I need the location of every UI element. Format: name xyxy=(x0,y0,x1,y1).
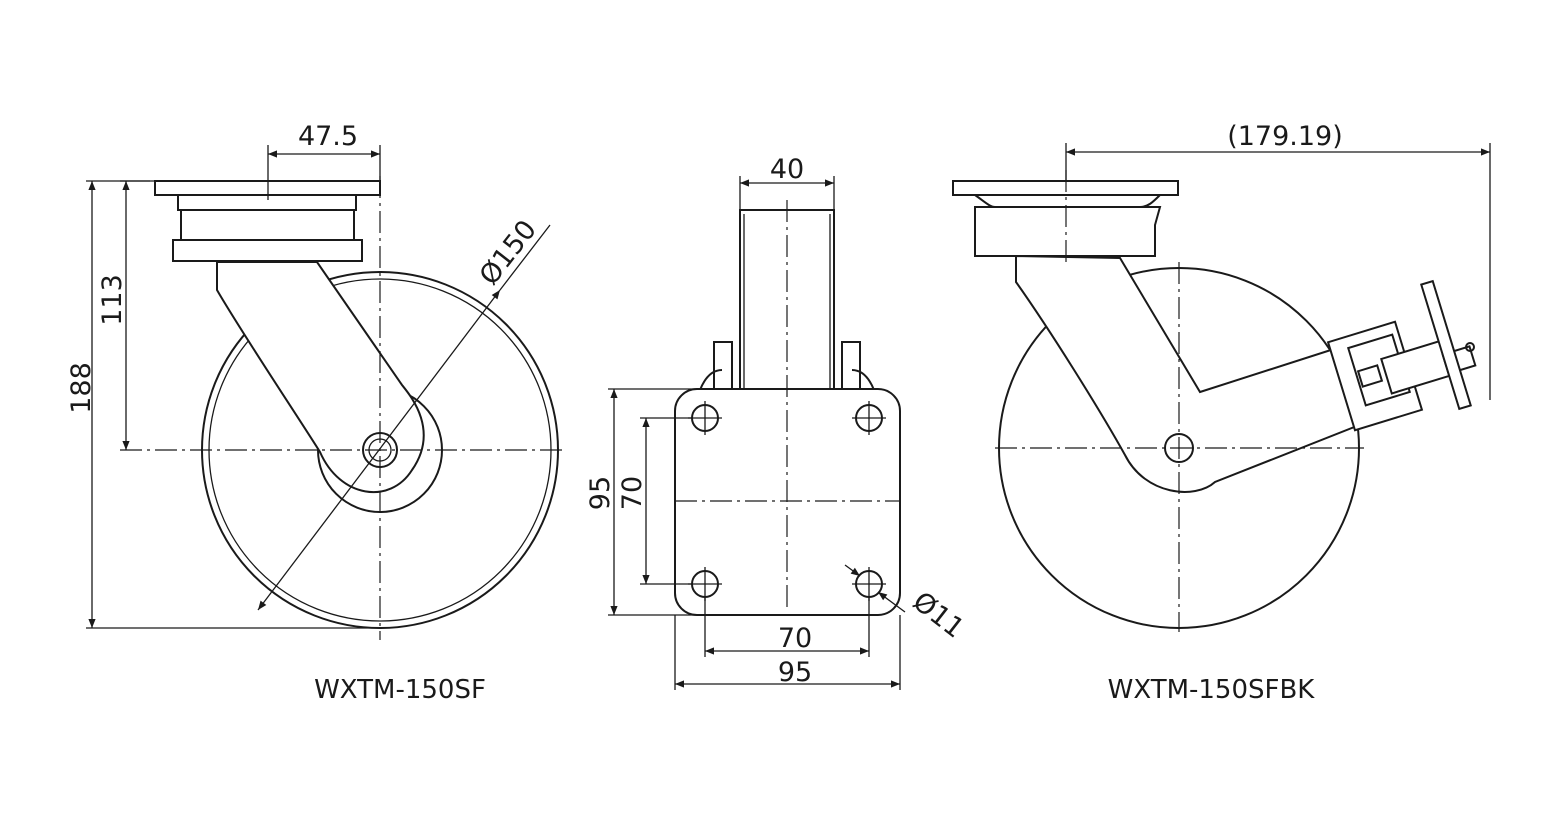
dim-axle-height: 113 xyxy=(97,274,128,326)
dim-overall-width: (179.19) xyxy=(1227,121,1343,152)
model-label-left: WXTM-150SF xyxy=(314,675,486,705)
dim-hole-spacing-h: 70 xyxy=(778,623,812,654)
dim-total-height: 188 xyxy=(66,362,97,414)
dim-hole-spacing-v: 70 xyxy=(617,476,648,510)
middle-plate-view: 40 95 70 Ø11 70 95 xyxy=(585,154,970,690)
dim-plate-offset: 47.5 xyxy=(298,121,358,152)
left-caster-view: 47.5 188 113 Ø150 WXTM-150SF xyxy=(66,121,565,705)
dim-stem-width: 40 xyxy=(770,154,804,185)
dim-plate-height: 95 xyxy=(585,476,616,510)
model-label-right: WXTM-150SFBK xyxy=(1108,675,1316,705)
dim-hole-diameter: Ø11 xyxy=(907,586,970,645)
right-caster-view: (179.19) WXTM-150SFBK xyxy=(952,121,1491,705)
dim-plate-width: 95 xyxy=(778,657,812,688)
